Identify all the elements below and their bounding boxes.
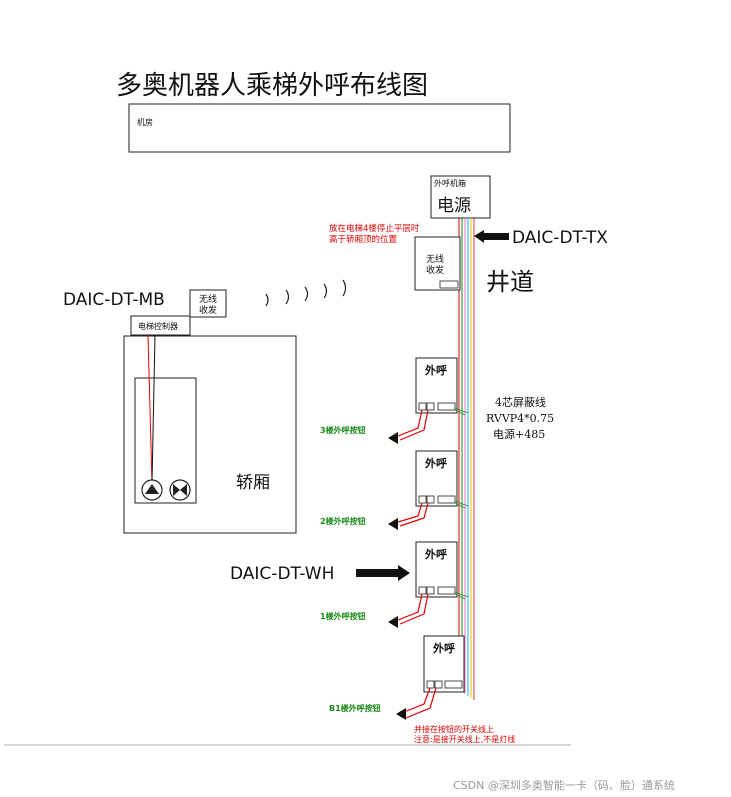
- floor-label-b1: B1楼外呼按钮: [329, 703, 381, 713]
- power-box: 外呼机箱 电源: [430, 175, 491, 219]
- call-unit-b1: 外呼: [396, 635, 465, 720]
- car-up-button-icon: [141, 479, 163, 501]
- tx-box-label: 无线: [426, 253, 444, 265]
- svg-text:外呼: 外呼: [432, 641, 455, 655]
- cable-line2: RVVP4*0.75: [486, 412, 554, 425]
- bottom-note-line1: 并接在按钮的开关线上: [414, 724, 494, 734]
- floor-label-2f: 2楼外呼按钮: [320, 516, 366, 526]
- call-unit-3f: 外呼: [388, 357, 469, 444]
- vertical-cable-bus: [458, 218, 475, 700]
- call-unit-1f: 外呼: [388, 541, 469, 628]
- wh-model-label: DAIC-DT-WH: [230, 564, 334, 584]
- car-label: 轿厢: [236, 473, 270, 493]
- wireless-signal-icon: [265, 279, 347, 307]
- svg-text:无线: 无线: [199, 293, 217, 305]
- tx-note-line1: 放在电梯4楼停止平层时: [329, 223, 420, 234]
- cable-line1: 4芯屏蔽线: [495, 395, 546, 409]
- svg-text:收发: 收发: [199, 304, 217, 316]
- mb-wireless-unit: 无线 收发: [189, 289, 227, 318]
- floor-label-1f: 1楼外呼按钮: [320, 611, 366, 621]
- car-panel: [134, 377, 197, 504]
- tx-wireless-unit: 无线 收发: [414, 236, 461, 291]
- floor-label-3f: 3楼外呼按钮: [320, 425, 366, 435]
- machine-room-box: [128, 103, 511, 153]
- controller-wire-black: [151, 334, 156, 484]
- mb-model-label: DAIC-DT-MB: [63, 290, 165, 310]
- elevator-controller-box: [130, 315, 191, 336]
- elevator-car-box: [123, 335, 297, 534]
- svg-text:外呼: 外呼: [424, 547, 447, 561]
- cable-line3: 电源+485: [493, 427, 545, 441]
- wh-arrow-icon: [356, 565, 410, 581]
- shaft-label: 井道: [486, 268, 534, 296]
- car-down-button-icon: [169, 479, 191, 501]
- tx-note-line2: 高于轿厢顶的位置: [329, 234, 398, 245]
- controller-wire-red: [147, 334, 153, 484]
- tx-model-label: DAIC-DT-TX: [512, 228, 608, 248]
- call-unit-2f: 外呼: [388, 450, 469, 530]
- machine-room-label: 机房: [137, 117, 153, 127]
- power-box-label: 电源: [437, 196, 471, 216]
- elevator-controller-label: 电梯控制器: [138, 321, 178, 331]
- bottom-note-line2: 注意:是接开关线上,不是灯线: [414, 734, 515, 744]
- svg-text:外呼: 外呼: [424, 456, 447, 470]
- watermark-text: CSDN @深圳多奥智能一卡（码、脸）通系统: [453, 778, 675, 792]
- power-box-header: 外呼机箱: [434, 178, 466, 188]
- tx-arrow-icon: [474, 230, 509, 243]
- tx-terminal: [439, 280, 459, 289]
- tx-box-label-2: 收发: [426, 264, 444, 276]
- svg-text:外呼: 外呼: [424, 363, 447, 377]
- diagram-title: 多奥机器人乘梯外呼布线图: [116, 71, 428, 101]
